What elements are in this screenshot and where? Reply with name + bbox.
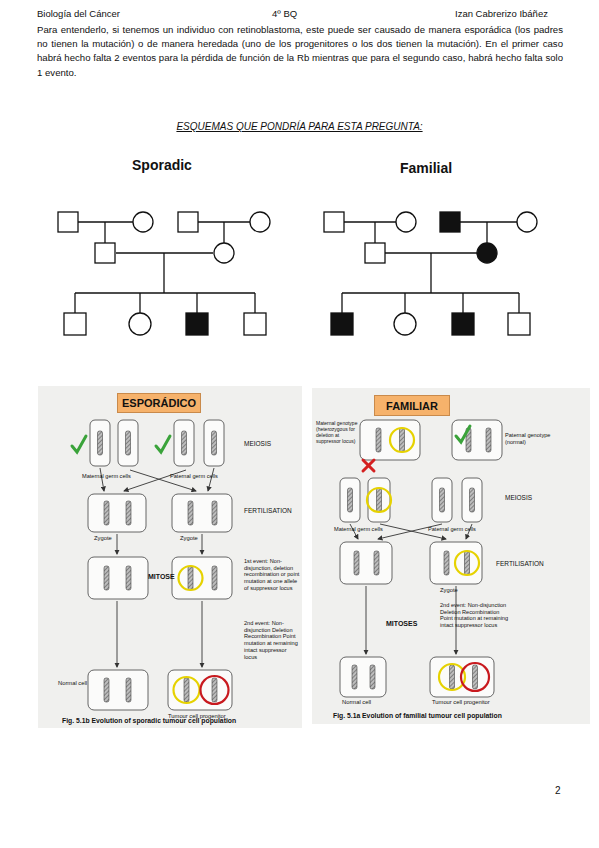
section-heading: ESQUEMAS QUE PONDRÍA PARA ESTA PREGUNTA: [0, 121, 599, 133]
stage-label: FERTILISATION [244, 507, 292, 515]
cell-label: Tumour cell progenitor [432, 699, 490, 706]
event-note: 2nd event: Non-disjunction Deletion Reco… [244, 620, 300, 660]
cell-label: Normal cell [342, 699, 371, 706]
sporadic-cells [88, 420, 232, 710]
figure-panel [312, 388, 590, 724]
figure-panel [38, 386, 302, 728]
cell-label: Paternal genotype (normal) [505, 432, 565, 445]
header-text: Biología del Cáncer [37, 8, 120, 19]
box-text: FAMILIAR [386, 400, 438, 412]
pedigree-familial [324, 212, 537, 335]
cell-label: Maternal germ cells [82, 473, 131, 480]
figure-caption: Fig. 5.1a Evolution of familial tumour c… [333, 712, 583, 720]
stage-label: FERTILISATION [496, 560, 544, 568]
label-box: ESPORÁDICO [117, 393, 201, 413]
cell-label: Zygote [94, 535, 112, 542]
process-arrows [100, 468, 214, 667]
highlight-circles [367, 428, 489, 691]
cell-label: Zygote [180, 535, 198, 542]
body-paragraph: Para entenderlo, si tenemos un individuo… [37, 23, 563, 80]
cell-label: Maternal genotype (heterozygous for dele… [316, 420, 360, 444]
cell-label: Maternal germ cells [334, 526, 383, 533]
pedigree-sporadic [58, 212, 270, 335]
header-text: Izan Cabrerizo Ibáñez [455, 8, 548, 19]
cell-label: Zygote [440, 587, 458, 594]
highlight-circles [174, 566, 229, 704]
stage-label: MEIOSIS [244, 440, 271, 448]
event-note: 2nd event: Non-disjunction Deletion Reco… [440, 602, 512, 629]
check-mark [456, 426, 470, 442]
process-arrows [350, 524, 472, 654]
figure-caption: Fig. 5.1b Evolution of sporadic tumour c… [62, 717, 302, 725]
stage-label: MITOSE [148, 573, 175, 581]
stage-label: MEIOSIS [505, 494, 532, 502]
check-mark [72, 436, 170, 452]
page-number: 2 [555, 785, 561, 797]
event-note: 1st event: Non-disjunction, deletion rec… [244, 558, 300, 592]
stage-label: MITOSES [386, 620, 417, 628]
familial-cells [340, 420, 502, 697]
pedigree-title: Sporadic [132, 157, 192, 174]
cell-label: Normal cell [58, 680, 88, 687]
label-box: FAMILIAR [374, 395, 450, 416]
box-text: ESPORÁDICO [122, 397, 196, 409]
chromosomes [98, 431, 218, 702]
cross-mark [363, 460, 374, 471]
cell-label: Paternal germ cells [170, 473, 218, 480]
cell-label: Paternal germ cells [428, 526, 476, 533]
chromosomes [348, 428, 492, 689]
pedigree-title: Familial [400, 160, 452, 177]
header-text: 4º BQ [272, 8, 297, 19]
